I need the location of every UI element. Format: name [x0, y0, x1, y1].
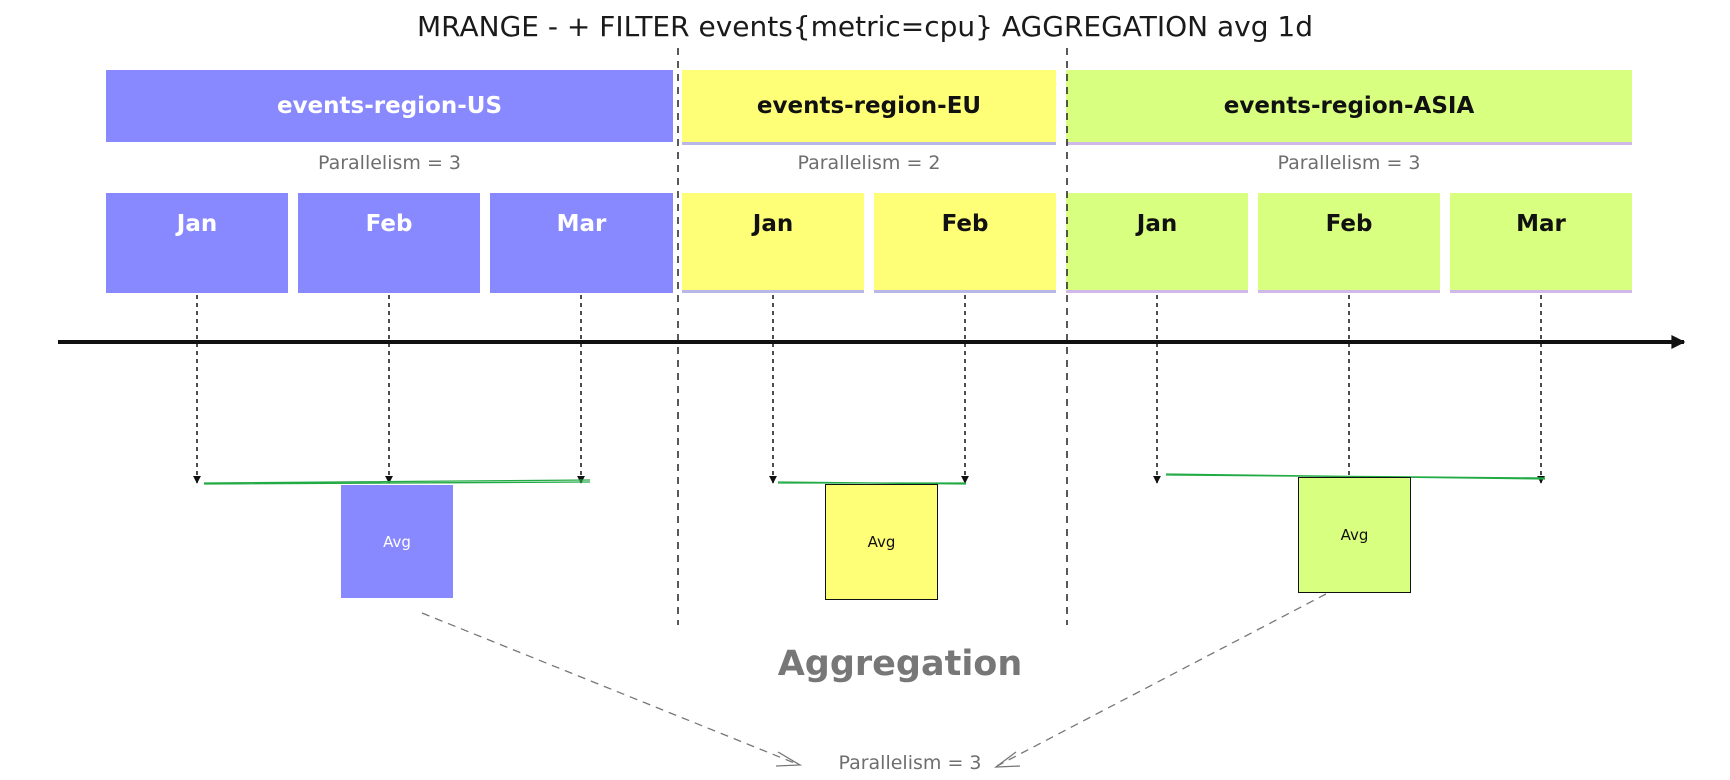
asia-avg-label: Avg [1340, 526, 1369, 544]
eu-month-jan-label: Jan [752, 211, 794, 237]
us-month-jan: Jan [106, 193, 288, 293]
asia-month-mar-label: Mar [1516, 211, 1566, 237]
aggregation-label: Aggregation [777, 644, 1023, 684]
asia-month-feb: Feb [1258, 193, 1440, 293]
eu-avg-box: Avg [825, 484, 938, 600]
asia-arrowhead [993, 751, 1021, 768]
asia-avg-box: Avg [1298, 477, 1411, 593]
us-avg-label: Avg [383, 532, 411, 551]
asia-month-jan-label: Jan [1136, 211, 1178, 237]
eu-month-jan: Jan [682, 193, 864, 293]
us-green-connector [203, 479, 591, 485]
region-asia-header: events-region-ASIA [1066, 70, 1632, 145]
us-to-aggregation-arrow [421, 612, 798, 765]
asia-month-mar: Mar [1450, 193, 1632, 293]
region-eu-header: events-region-EU [682, 70, 1056, 145]
us-avg-box: Avg [341, 485, 453, 598]
region-asia-parallelism: Parallelism = 3 [1277, 152, 1421, 174]
us-month-jan-label: Jan [176, 211, 218, 237]
region-us-label: events-region-US [276, 93, 503, 119]
region-eu-label: events-region-EU [756, 93, 982, 119]
eu-month-feb: Feb [874, 193, 1056, 293]
asia-month-feb-label: Feb [1325, 211, 1373, 237]
asia-green-connector [1165, 473, 1546, 480]
eu-avg-label: Avg [867, 533, 896, 551]
region-asia-label: events-region-ASIA [1223, 93, 1475, 119]
eu-month-feb-label: Feb [941, 211, 989, 237]
us-arrowhead [775, 751, 803, 767]
us-month-feb-label: Feb [365, 211, 413, 237]
region-us-header: events-region-US [106, 70, 673, 142]
diagram-title: MRANGE - + FILTER events{metric=cpu} AGG… [416, 10, 1313, 43]
us-month-mar: Mar [490, 193, 673, 293]
aggregation-parallelism: Parallelism = 3 [838, 752, 982, 774]
asia-to-aggregation-arrow [996, 593, 1327, 767]
us-month-feb: Feb [298, 193, 480, 293]
region-us-parallelism: Parallelism = 3 [317, 152, 461, 174]
asia-month-jan: Jan [1066, 193, 1248, 293]
eu-green-connector [777, 481, 967, 485]
region-eu-parallelism: Parallelism = 2 [797, 152, 941, 174]
us-month-mar-label: Mar [556, 211, 607, 237]
